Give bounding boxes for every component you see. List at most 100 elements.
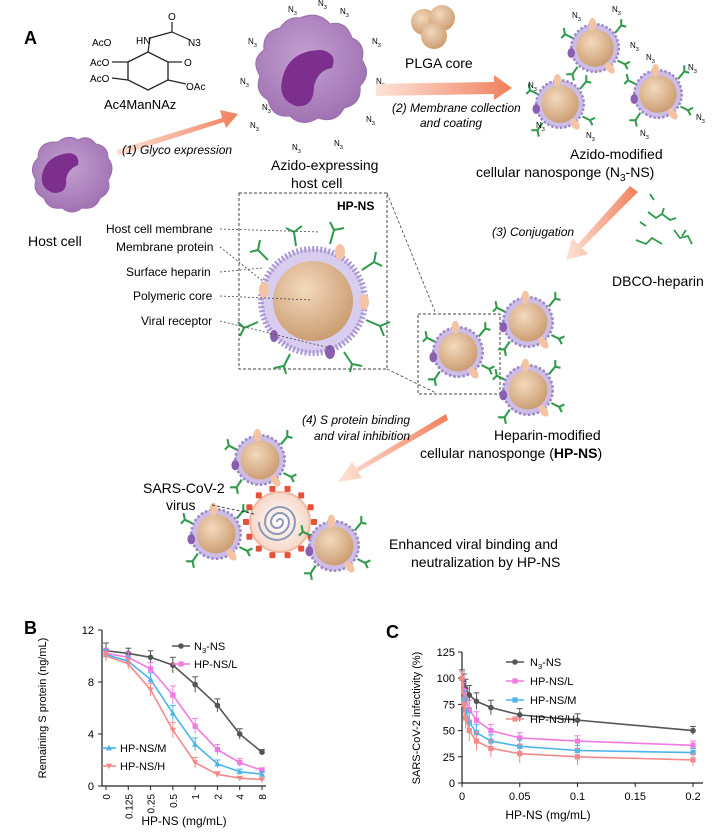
spike-0 [311,519,317,525]
chart-c-point [466,692,473,698]
virus-label-1: SARS-CoV-2 [143,480,225,496]
azide-host-2: N3 [372,37,381,49]
chart-c-legend-marker [512,716,518,722]
azide-ns-4: N3 [586,131,595,143]
spike-8 [246,504,253,511]
chart-b-point [192,723,198,729]
dbco-heparin-label: DBCO-heparin [612,273,704,289]
chart-c-point [488,704,494,711]
chart-c-point [473,698,480,705]
spike-11 [284,485,291,492]
chart-c-ylabel: SARS-CoV-2 infectivity (%) [411,652,423,785]
hpns-detail-box [238,192,388,370]
callout-membrane-protein: Membrane protein [116,240,213,254]
enhanced-label-1: Enhanced viral binding and [389,536,558,552]
host-cell-label: Host cell [28,233,82,249]
hpns-label-1: Heparin-modified [494,427,601,443]
chart-c-line-1 [461,678,694,747]
azide-ns-5: N3 [536,121,545,133]
chart-c-legend-label: N3-NS [530,657,561,671]
spike-7 [243,519,249,525]
chart-b-xtick-label: 1 [191,794,202,800]
chart-c-legend-marker [512,678,518,684]
chem-label: Ac4ManNAz [104,97,176,112]
chart-c-point [517,751,523,757]
chart-c-point [466,707,472,713]
chart-c-point [459,675,465,681]
chart-c-xtick-label: 0.05 [509,791,530,803]
azido-cell-icon [255,14,367,123]
chart-b-xtick-label: 2 [213,794,224,800]
chart-c-legend-marker [512,659,518,665]
chart-b-legend-label: HP-NS/L [194,659,237,671]
azide-ns-9: N3 [640,129,649,141]
spike-4 [269,552,276,559]
virus-complex [179,427,372,582]
callout-viral-receptor: Viral receptor [141,314,212,328]
n3ns-label-2: cellular nanosponge (N3-NS) [476,164,654,184]
enhanced-label-2: neutralization by HP-NS [411,554,560,570]
hpns-cluster [421,289,566,426]
chart-c-ytick-label: 25 [443,752,455,764]
step4-label-1: (4) S protein binding [302,413,410,427]
chart-c-legend-label: HP-NS/L [530,676,573,688]
chart-b-legend-marker [178,661,184,667]
chart-c-point [574,717,581,723]
chart-b-point [169,710,176,716]
chart-c-ytick-label: 100 [437,673,455,685]
chart-c-xtick-label: 0.2 [685,791,700,803]
chart-b-legend-marker [106,763,112,770]
chart-b-legend-marker [178,643,184,649]
spike-12 [298,492,305,499]
chem-aco3: AcO [90,74,110,85]
spike-13 [307,504,314,511]
chart-c-ytick-label: 50 [443,726,455,738]
virus-leader [211,504,255,515]
callout-surface-heparin: Surface heparin [126,265,211,279]
hpns-detail-title: HP-NS [337,199,374,213]
n3ns-cluster [525,16,695,138]
azide-host-9: N3 [248,37,257,49]
chem-o-ring: O [184,58,192,69]
chart-b-point [169,727,176,734]
ac4mannaz-structure: N3 HN O AcO AcO AcO O OAc [90,12,205,93]
panel-c-label: C [386,622,399,642]
chart-b-line-0 [105,650,263,753]
chart-b-ytick-label: 8 [88,677,94,689]
chem-n3: N3 [188,38,201,49]
chart-c-point [516,712,523,718]
azide-host-1: N3 [340,7,349,19]
step2-label-1: (2) Membrane collection [392,101,521,115]
chart-b-point [125,661,132,667]
chart-c-xtick-label: 0.15 [625,791,646,803]
spike-6 [246,533,253,540]
azide-ns-0: N3 [572,11,581,23]
spike-3 [284,552,291,559]
chart-b-legend-label: N3-NS [194,641,225,655]
step2-label-2: and coating [420,116,482,130]
chart-c-ytick-label: 75 [443,699,455,711]
chart-b-xtick-label: 0.5 [169,794,180,808]
chart-c-ytick-label: 125 [437,647,455,659]
chart-c-point [473,717,480,723]
chart-b-ylabel: Remaining S protein (ng/mL) [37,638,49,779]
chart-c-point [690,757,696,763]
chart-b-point [214,747,221,753]
arrow-step2 [376,75,512,100]
chart-b-point [214,760,221,767]
chart-c-point [466,728,472,734]
panel-a-label: A [24,28,37,48]
plga-core-label: PLGA core [405,55,473,71]
callout-host-membrane: Host cell membrane [106,222,213,236]
chart-c-point [574,754,581,760]
chart-c-legend-marker [512,697,518,703]
chart-c-point [690,727,696,734]
chart-c-point [488,745,494,752]
chart-b-point [259,749,265,755]
chart-b-xtick-label: 0.125 [124,794,135,819]
azide-ns-1: N3 [612,5,621,17]
chart-b-xtick-label: 4 [236,794,247,800]
